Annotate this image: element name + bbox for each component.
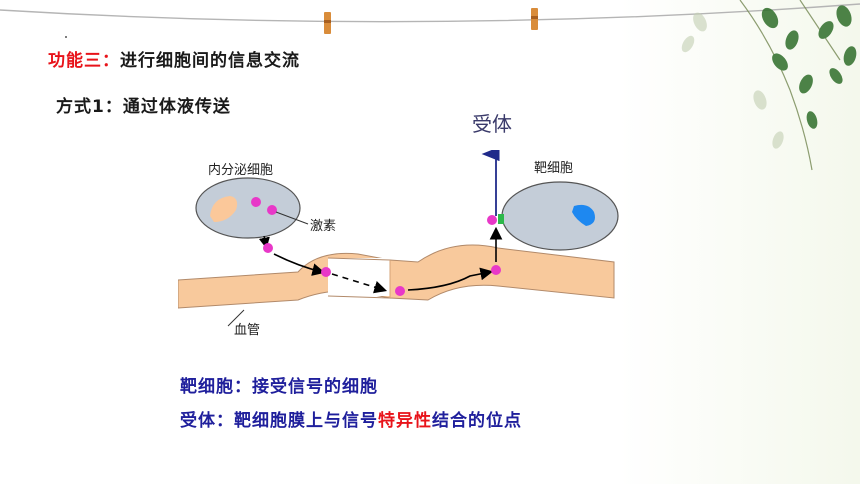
hormone-dot [487, 215, 497, 225]
hormone-dot [251, 197, 261, 207]
clothesline [0, 3, 860, 23]
endocrine-cell [195, 177, 301, 239]
vine-leaves-faded-icon [681, 12, 784, 149]
vessel-cutaway [328, 258, 390, 296]
target-nucleus [572, 204, 595, 226]
target-cell-label: 靶细胞 [534, 161, 573, 176]
receptor-site [498, 214, 504, 224]
vessel-label: 血管 [234, 323, 260, 338]
hormone-dot [267, 205, 277, 215]
slide-title: 功能三：进行细胞间的信息交流 [48, 46, 300, 71]
hormone-dot [395, 286, 405, 296]
receptor-definition-prefix: 受体：靶细胞膜上与信号 [180, 411, 378, 431]
hormone-dot [263, 243, 273, 253]
target-cell-definition: 靶细胞：接受信号的细胞 [180, 377, 378, 397]
clothespin-icon-right [531, 8, 538, 30]
receptor-callout: 受体 [472, 112, 512, 136]
endocrine-cell-label: 内分泌细胞 [208, 162, 273, 178]
hormone-dot [321, 267, 331, 277]
hormone-label: 激素 [310, 219, 336, 234]
title-prefix: 功能三： [48, 51, 120, 71]
receptor-definition-suffix: 结合的位点 [432, 411, 522, 431]
clothespin-icon-left [324, 12, 331, 34]
target-cell [501, 181, 619, 251]
receptor-definition: 受体：靶细胞膜上与信号特异性结合的位点 [180, 406, 522, 431]
title-text: 进行细胞间的信息交流 [120, 51, 300, 71]
endocrine-nucleus [210, 196, 238, 222]
hormone-transport-diagram: 内分泌细胞 激素 靶细胞 血管 [178, 150, 619, 338]
vine-leaves-icon [739, 0, 857, 171]
method-heading: 方式1：通过体液传送 [56, 97, 231, 117]
blood-vessel-right [389, 244, 615, 301]
hormone-dot [491, 265, 501, 275]
receptor-definition-highlight: 特异性 [378, 411, 432, 431]
